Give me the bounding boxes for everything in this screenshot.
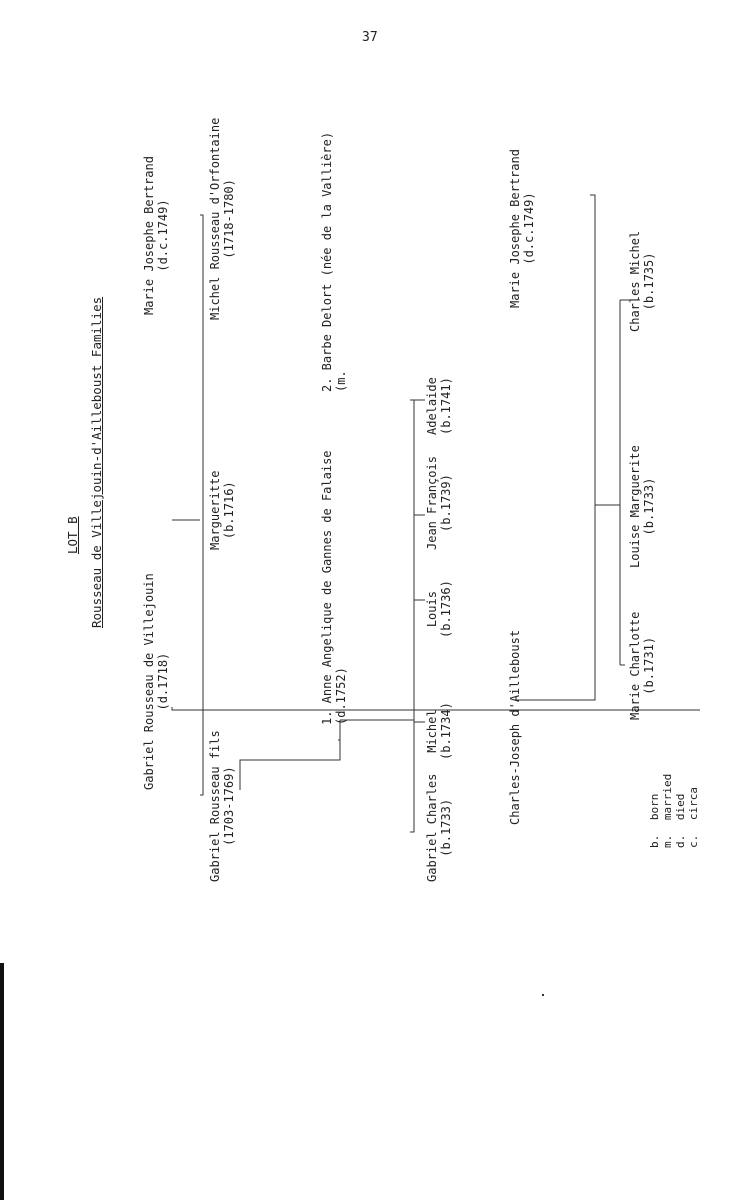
person-name: Marie Charlotte bbox=[628, 611, 642, 720]
person-anne-angelique: 1. Anne Angelique de Gannes de Falaise (… bbox=[320, 450, 348, 725]
person-name: Michel bbox=[425, 709, 439, 753]
person-charles-joseph-dailleboust: Charles-Joseph d'Ailleboust bbox=[508, 630, 522, 825]
person-name: Charles Michel bbox=[628, 230, 642, 332]
person-dates: (b.1731) bbox=[642, 636, 656, 695]
lot-label: LOT B bbox=[65, 516, 80, 554]
person-name: Gabriel Rousseau fils bbox=[208, 730, 222, 882]
person-dates: (d.c.1749) bbox=[156, 199, 170, 272]
person-dates: (b.1736) bbox=[439, 580, 453, 638]
person-dates: (b.1716) bbox=[222, 481, 236, 540]
person-louis: Louis (b.1736) bbox=[425, 580, 453, 638]
page-number: 37 bbox=[362, 30, 378, 45]
person-name: Adelaide bbox=[425, 377, 439, 435]
person-name: Louis bbox=[425, 591, 439, 628]
legend-item: c. circa bbox=[687, 787, 700, 848]
person-name: Margueritte bbox=[208, 470, 222, 550]
person-dates: (d.1718) bbox=[156, 652, 170, 711]
person-name: Marie Josephe Bertrand bbox=[142, 156, 156, 315]
person-marie-josephe-bertrand: Marie Josephe Bertrand (d.c.1749) bbox=[142, 156, 170, 315]
person-name: Marie Josephe Bertrand bbox=[508, 149, 522, 308]
person-name: Charles-Joseph d'Ailleboust bbox=[508, 629, 522, 825]
person-name: Gabriel Charles bbox=[425, 773, 439, 882]
person-dates: (b.1733) bbox=[642, 477, 656, 536]
person-name: Gabriel Rousseau de Villejouin bbox=[142, 573, 156, 790]
person-louise-marguerite: Louise Marguerite (b.1733) bbox=[628, 445, 656, 568]
legend-abbr: c. bbox=[687, 834, 700, 848]
legend-meaning: born bbox=[648, 793, 661, 821]
person-dates: (d.1752) bbox=[334, 667, 348, 725]
person-dates: (d.c.1749) bbox=[522, 192, 536, 265]
person-name: Jean François bbox=[425, 456, 439, 550]
person-marie-charlotte: Marie Charlotte (b.1731) bbox=[628, 612, 656, 720]
chart-title: Rousseau de Villejouin-d'Ailleboust Fami… bbox=[89, 296, 104, 628]
scan-edge-bar bbox=[0, 963, 4, 1200]
scan-speck bbox=[542, 994, 544, 996]
person-dates: (1718-1780) bbox=[222, 179, 236, 259]
person-dates: (m. bbox=[334, 370, 348, 392]
person-gabriel-charles: Gabriel Charles (b.1733) bbox=[425, 774, 453, 882]
person-charles-michel: Charles Michel (b.1735) bbox=[628, 231, 656, 332]
family-tree-chart: LOT B Rousseau de Villejouin-d'Aillebous… bbox=[50, 0, 700, 1060]
person-name: 2. Barbe Delort (née de la Vallière) bbox=[320, 131, 334, 392]
person-gabriel-rousseau-de-villejouin: Gabriel Rousseau de Villejouin (d.1718) bbox=[142, 573, 170, 790]
abbreviations-legend: b. born m. married d. died c. circa bbox=[648, 774, 718, 848]
person-dates: (b.1733) bbox=[439, 798, 453, 857]
person-jean-francois: Jean François (b.1739) bbox=[425, 456, 453, 550]
person-marie-josephe-bertrand-2: Marie Josephe Bertrand (d.c.1749) bbox=[508, 149, 536, 308]
legend-meaning: circa bbox=[687, 787, 700, 821]
legend-abbr: m. bbox=[661, 834, 674, 848]
person-dates: (b.1735) bbox=[642, 252, 656, 311]
person-name: Michel Rousseau d'Orfontaine bbox=[208, 117, 222, 320]
person-adelaide: Adelaide (b.1741) bbox=[425, 377, 453, 435]
legend-item: m. married bbox=[661, 774, 674, 848]
legend-abbr: b. bbox=[648, 834, 661, 848]
person-barbe-delort: 2. Barbe Delort (née de la Vallière) (m. bbox=[320, 132, 348, 392]
person-michel-rousseau-dorfontaine: Michel Rousseau d'Orfontaine (1718-1780) bbox=[208, 118, 236, 320]
person-dates: (b.1734) bbox=[439, 702, 453, 760]
person-dates: (b.1739) bbox=[439, 474, 453, 532]
tree-connector-lines bbox=[171, 194, 700, 833]
person-dates: (1703-1769) bbox=[222, 766, 236, 846]
legend-item: b. born bbox=[648, 794, 661, 848]
person-name: 1. Anne Angelique de Gannes de Falaise bbox=[320, 450, 334, 725]
legend-meaning: died bbox=[674, 793, 687, 821]
legend-abbr: d. bbox=[674, 834, 687, 848]
person-gabriel-rousseau-fils: Gabriel Rousseau fils (1703-1769) bbox=[208, 730, 236, 882]
legend-item: d. died bbox=[674, 794, 687, 848]
legend-meaning: married bbox=[661, 773, 674, 821]
person-name: Louise Marguerite bbox=[628, 445, 642, 568]
person-michel: Michel (b.1734) bbox=[425, 702, 453, 760]
person-margueritte: Margueritte (b.1716) bbox=[208, 471, 236, 550]
person-dates: (b.1741) bbox=[439, 377, 453, 435]
